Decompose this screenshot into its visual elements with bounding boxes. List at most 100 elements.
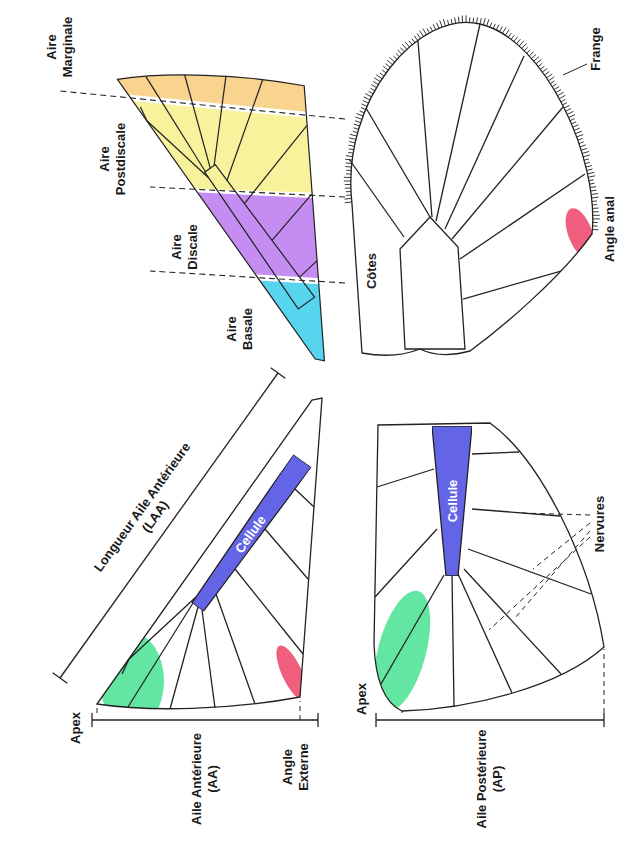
fringe-hair <box>593 211 599 212</box>
fringe-hair <box>376 75 382 79</box>
fringe-hair <box>587 172 594 173</box>
fringe-hair <box>398 50 402 54</box>
fringe-hair <box>584 159 589 160</box>
wing-stroke <box>472 452 519 454</box>
fringe-hair <box>344 198 351 200</box>
wing-stroke <box>300 701 301 720</box>
fringe-hair <box>556 90 561 93</box>
fringe-hair <box>490 22 492 27</box>
wing-stroke <box>150 187 345 197</box>
wing-stroke <box>60 373 278 678</box>
fringe-hair <box>559 95 565 98</box>
fringe-hair <box>505 29 509 35</box>
fringe-hair <box>586 166 592 167</box>
fringe-hair <box>417 34 420 39</box>
fringe-hair <box>346 173 351 174</box>
fringe-hair <box>592 200 597 201</box>
fringe-hair <box>590 183 595 185</box>
part-label: Apex <box>354 683 370 715</box>
wing-stroke <box>53 673 68 683</box>
fringe-hair <box>550 81 554 84</box>
fringe-hair <box>480 18 481 24</box>
fringe-hair <box>536 59 541 63</box>
fringe-hair <box>538 63 542 66</box>
wing-stroke <box>271 368 286 378</box>
fringe-hair <box>440 20 442 27</box>
fringe-hair <box>443 19 445 26</box>
wing-stroke <box>436 24 480 221</box>
forewing-areas <box>60 0 350 389</box>
part-label: Angle anal <box>602 196 618 262</box>
fringe-hair <box>349 138 356 140</box>
fringe-hair <box>522 43 527 48</box>
fringe-hair <box>349 148 354 150</box>
fringe-hair <box>499 26 502 31</box>
wing-stroke <box>270 642 313 705</box>
fringe-hair <box>346 155 353 157</box>
part-label: Nervures <box>592 496 608 552</box>
cell-fill <box>432 426 472 576</box>
fringe-hair <box>387 60 392 64</box>
wing-stroke <box>533 523 590 569</box>
part-label: Apex <box>68 712 84 744</box>
wing-stroke <box>117 75 324 361</box>
wing-stroke <box>205 165 315 309</box>
fringe-hair <box>400 47 404 51</box>
fringe-hair <box>581 148 587 150</box>
wing-stroke <box>351 22 593 355</box>
fringe-hair <box>412 39 415 43</box>
part-label: Longueur Aile Antérieure (LAA) <box>81 425 218 598</box>
fringe-hair <box>382 70 386 73</box>
fringe-hair <box>483 18 485 25</box>
area-dividers <box>60 91 345 283</box>
wing-stroke <box>100 633 164 729</box>
fringe-hair <box>593 215 600 216</box>
fringe-hair <box>346 170 351 171</box>
wing-stroke <box>92 719 318 720</box>
part-label: Aire Postdiscale <box>97 114 129 204</box>
fringe-hair <box>577 134 584 136</box>
fringe-hair <box>346 191 351 192</box>
fringe-hair <box>591 193 598 195</box>
fringe-hair <box>592 208 598 209</box>
fringe-hair <box>369 91 373 93</box>
fringe-hair <box>469 17 470 22</box>
leader-line <box>489 513 590 630</box>
fringe-hair <box>363 101 368 104</box>
fringe-hair <box>402 44 407 49</box>
fringe-hair <box>393 56 397 59</box>
fringe-hair <box>564 105 569 108</box>
fringe-hair <box>563 103 567 105</box>
fringe-hairs <box>344 15 600 229</box>
fringe-hair <box>466 15 467 22</box>
fringe-hair <box>552 84 556 87</box>
wing-stroke <box>351 22 593 234</box>
wing-stroke <box>452 107 563 239</box>
fringe-hair <box>531 54 536 58</box>
fringe-hair <box>591 190 597 192</box>
fringe-hair <box>371 85 376 88</box>
fringe-hair <box>496 25 499 30</box>
wing-stroke <box>418 41 432 217</box>
hindwing-patches <box>560 204 600 261</box>
fringe-hair <box>579 142 584 144</box>
wing-stroke <box>472 509 560 516</box>
fringe-hair <box>355 121 361 123</box>
fringe-hair <box>437 23 439 29</box>
fringe-hair <box>534 57 539 62</box>
wing-stroke <box>377 469 434 487</box>
fringe-hair <box>554 87 559 90</box>
fringe-hair <box>592 204 597 205</box>
fringe-hair <box>527 50 531 53</box>
fringe-hair <box>405 42 410 47</box>
fringe-hair <box>575 131 582 133</box>
fringe-hair <box>353 131 358 132</box>
fringe-hair <box>477 17 478 23</box>
fringe-hair <box>569 115 575 118</box>
forewing-outline <box>117 75 324 361</box>
part-label: Aile Antérieure (AA) <box>189 729 221 829</box>
wing-stroke <box>560 204 600 261</box>
fringe-hair <box>423 29 427 35</box>
wing-stroke <box>60 0 350 116</box>
part-label: Aire Discale <box>169 217 201 277</box>
